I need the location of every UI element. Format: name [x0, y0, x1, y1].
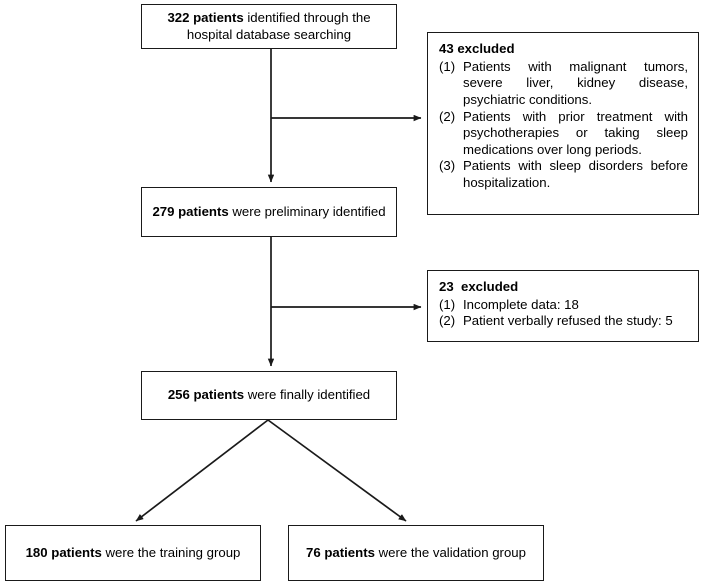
node-preliminary-description: were preliminary identified	[228, 203, 386, 219]
exclusion-1-item: (3) Patients with sleep disorders before…	[439, 158, 688, 191]
exclusion-1-item: (2) Patients with prior treatment with p…	[439, 109, 688, 159]
exclusion-1-item-text: Patients with malignant tumors, severe l…	[463, 58, 688, 107]
node-exclusion-1: 43 excluded (1) Patients with malignant …	[427, 32, 699, 215]
node-training-group-text: 180 patients were the training group	[14, 545, 252, 562]
connector-final-to-training	[135, 419, 269, 522]
node-identified: 322 patients identified through the hosp…	[141, 4, 397, 49]
node-identified-text: 322 patients identified through the hosp…	[150, 10, 388, 43]
node-finally-identified-description: were finally identified	[244, 387, 371, 403]
exclusion-2-title: 23 excluded	[439, 279, 519, 294]
exclusion-2-item-marker: (2)	[439, 313, 456, 329]
node-finally-identified-text: 256 patients were finally identified	[150, 387, 388, 404]
node-finally-identified: 256 patients were finally identified	[141, 371, 397, 420]
node-preliminary-text: 279 patients were preliminary identified	[150, 204, 388, 221]
exclusion-2-list: (1) Incomplete data: 18 (2) Patient verb…	[439, 297, 688, 330]
node-preliminary: 279 patients were preliminary identified	[141, 187, 397, 237]
node-exclusion-2: 23 excluded (1) Incomplete data: 18 (2) …	[427, 270, 699, 342]
exclusion-2-item: (1) Incomplete data: 18	[439, 297, 688, 314]
exclusion-2-item-marker: (1)	[439, 296, 456, 312]
exclusion-1-list: (1) Patients with malignant tumors, seve…	[439, 59, 688, 192]
node-validation-group: 76 patients were the validation group	[288, 525, 544, 581]
exclusion-2-item-text: Incomplete data: 18	[463, 296, 579, 312]
node-training-group-description: were the training group	[101, 544, 241, 560]
node-validation-group-text: 76 patients were the validation group	[297, 545, 535, 562]
exclusion-1-item-marker: (1)	[439, 58, 456, 74]
node-validation-group-description: were the validation group	[374, 544, 526, 560]
exclusion-2-item: (2) Patient verbally refused the study: …	[439, 313, 688, 330]
exclusion-1-item: (1) Patients with malignant tumors, seve…	[439, 59, 688, 109]
exclusion-2-item-text: Patient verbally refused the study: 5	[463, 313, 673, 329]
node-finally-identified-count: 256 patients	[167, 387, 245, 403]
exclusion-1-title: 43 excluded	[439, 41, 515, 56]
node-training-group: 180 patients were the training group	[5, 525, 261, 581]
node-validation-group-count: 76 patients	[306, 544, 375, 560]
exclusion-1-item-text: Patients with prior treatment with psych…	[463, 108, 688, 157]
exclusion-1-item-marker: (3)	[439, 158, 456, 174]
node-identified-description: identified through the hospital database…	[186, 9, 371, 42]
node-identified-count: 322 patients	[167, 9, 244, 25]
connector-final-to-validation	[267, 419, 407, 522]
node-preliminary-count: 279 patients	[152, 203, 229, 219]
exclusion-1-item-marker: (2)	[439, 108, 456, 124]
node-training-group-count: 180 patients	[25, 544, 102, 560]
exclusion-1-item-text: Patients with sleep disorders before hos…	[463, 158, 688, 190]
